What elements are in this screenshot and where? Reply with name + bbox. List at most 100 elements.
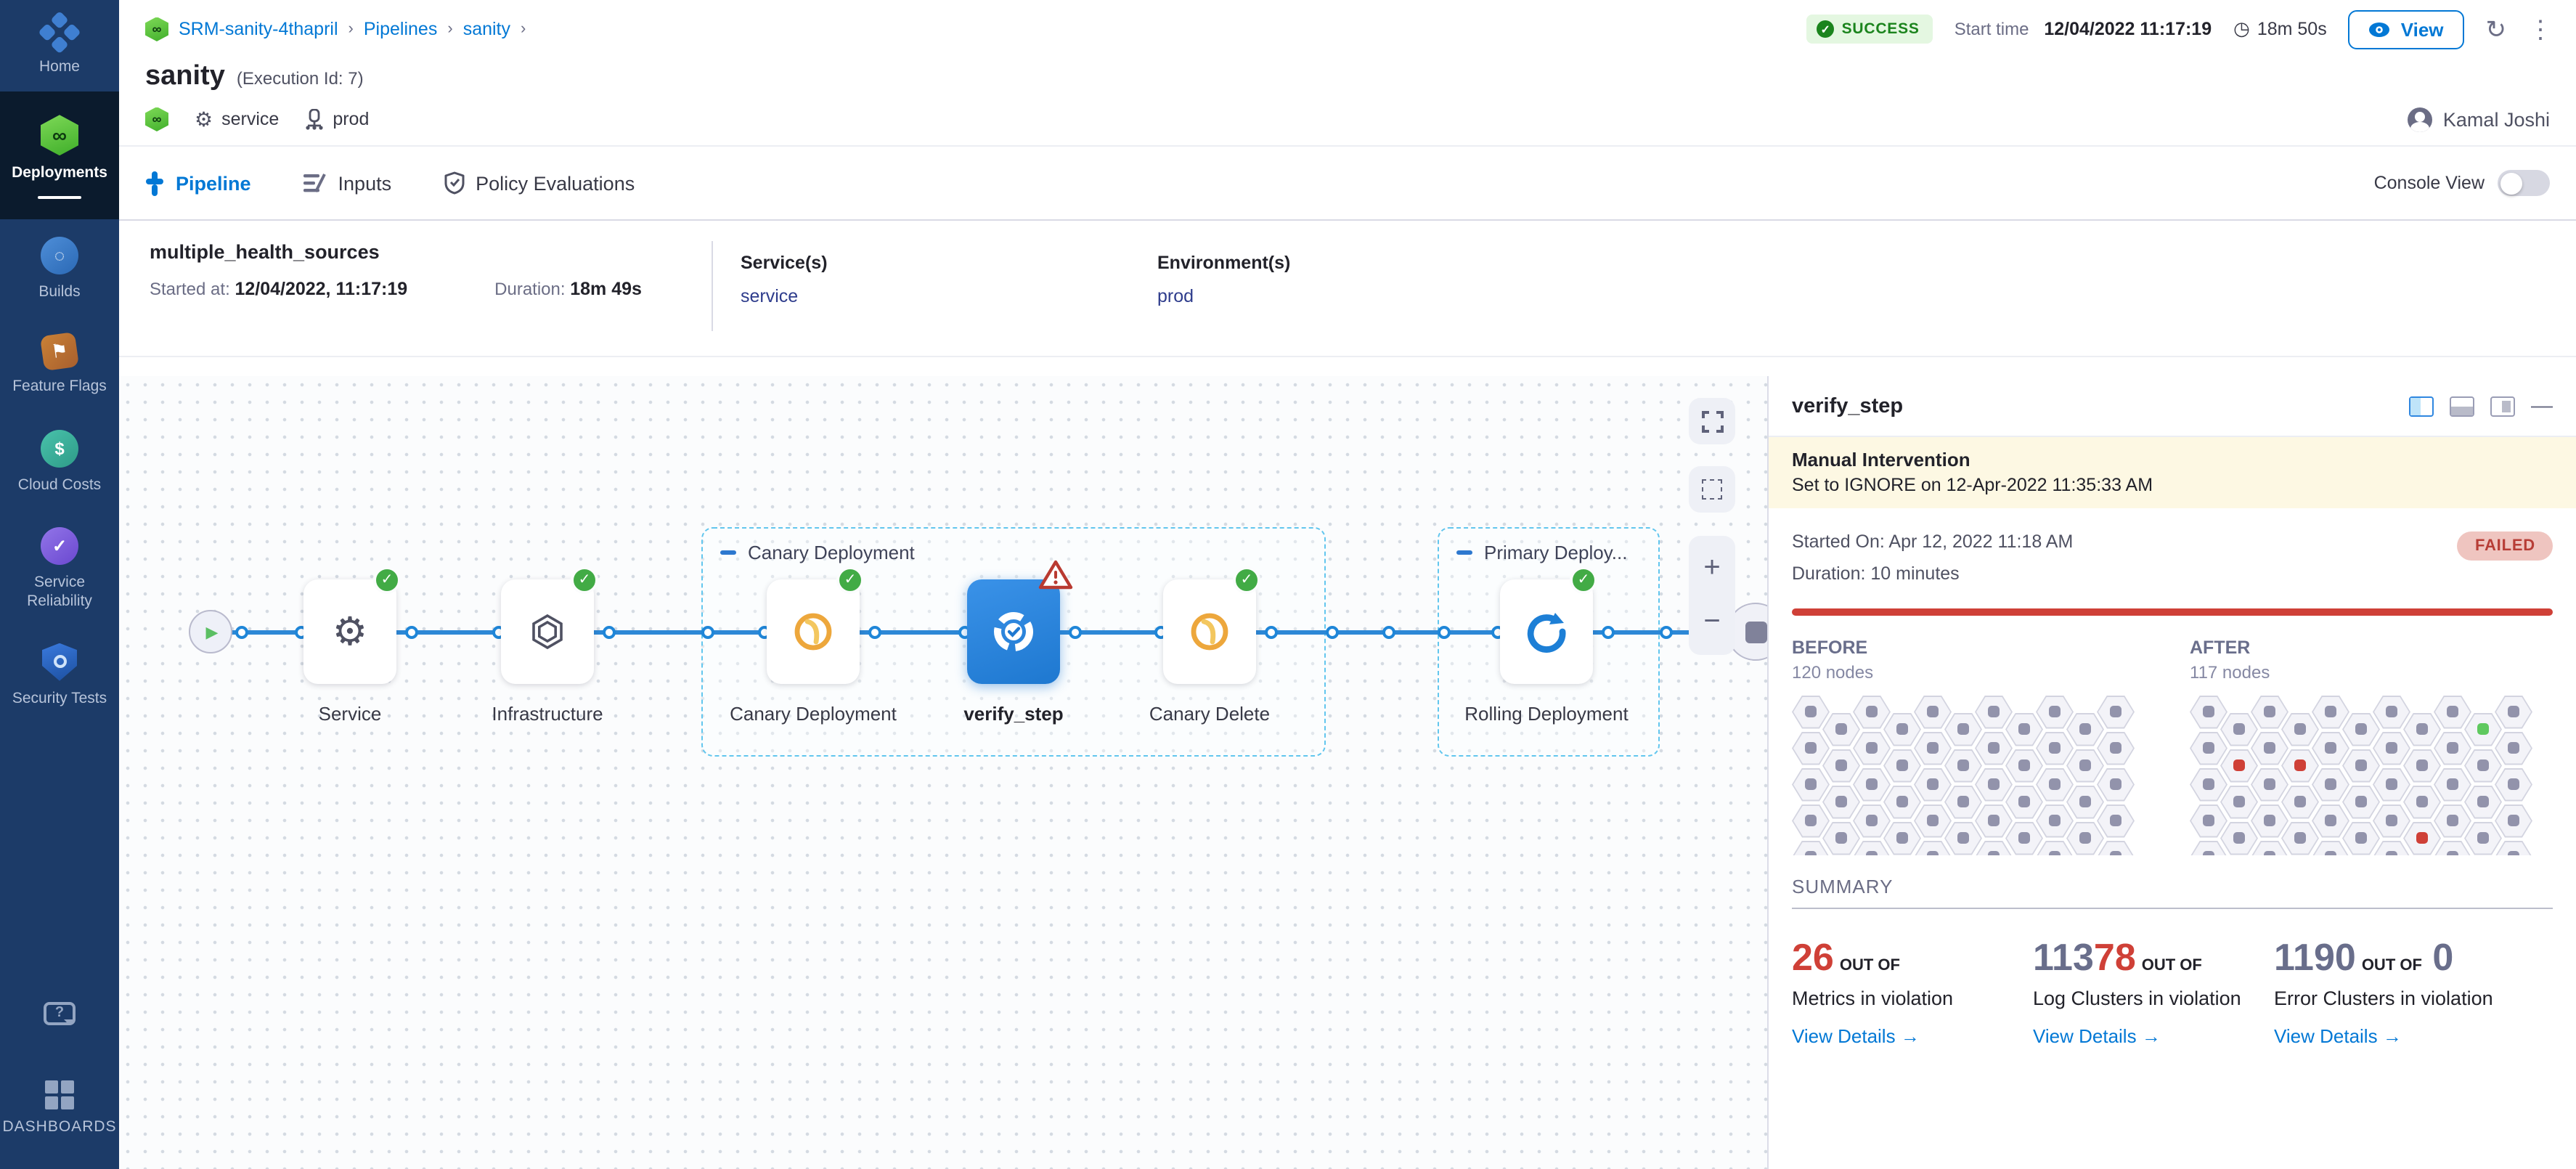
node-hex[interactable] [1792,695,1830,729]
breadcrumb-project[interactable]: SRM-sanity-4thapril [179,19,338,39]
node-hex[interactable] [1914,767,1952,802]
node-hex[interactable] [2434,804,2471,838]
sidebar-item-builds[interactable]: ◌ Builds [0,220,119,317]
node-hex[interactable] [2312,731,2349,765]
service-tag[interactable]: ⚙ service [195,107,280,130]
node-hex[interactable] [2403,785,2441,819]
node-hex[interactable] [2251,767,2288,802]
node-hex[interactable] [1975,840,2013,855]
node-hex[interactable] [2373,695,2410,729]
environment-link[interactable]: prod [1157,286,1194,306]
sidebar-item-deployments[interactable]: ∞ Deployments [0,91,119,220]
node-hex[interactable] [2066,712,2104,746]
node-hex[interactable] [1822,821,1860,855]
node-hex[interactable] [1883,749,1921,783]
node-hex[interactable] [1975,767,2013,802]
sidebar-item-feature-flags[interactable]: ⚑ Feature Flags [0,317,119,412]
node-hex[interactable] [2342,749,2380,783]
node-hex[interactable] [2434,840,2471,855]
layout-right-view-icon[interactable] [2490,396,2515,416]
node-hex[interactable] [1914,695,1952,729]
node-hex[interactable] [2190,840,2227,855]
node-hex[interactable] [1792,804,1830,838]
node-hex[interactable] [1944,785,1982,819]
node-hex[interactable] [2036,804,2074,838]
node-hex[interactable] [2495,695,2532,729]
node-hex[interactable] [1975,695,2013,729]
node-hex[interactable] [2251,731,2288,765]
node-hex[interactable] [2251,695,2288,729]
sidebar-item-home[interactable]: Home [0,0,119,91]
environment-tag[interactable]: prod [305,108,369,130]
layout-bottom-view-icon[interactable] [2450,396,2474,416]
marquee-select-button[interactable] [1689,466,1735,513]
node-hex[interactable] [2434,731,2471,765]
node-hex[interactable] [2464,749,2502,783]
view-details-link[interactable]: View Details → [1792,1025,1920,1048]
node-hex[interactable] [2097,695,2135,729]
node-hex[interactable] [1822,712,1860,746]
zoom-out-button[interactable]: − [1703,606,1721,638]
fullscreen-button[interactable] [1689,398,1735,444]
node-hex[interactable] [1853,804,1891,838]
node-hex[interactable] [2373,767,2410,802]
node-hex[interactable] [2495,840,2532,855]
stage-node-infrastructure[interactable] [501,579,594,684]
node-hex[interactable] [2495,804,2532,838]
node-hex[interactable] [1853,840,1891,855]
node-hex[interactable] [2220,712,2258,746]
node-hex[interactable] [1975,804,2013,838]
sidebar-item-cloud-costs[interactable]: $ Cloud Costs [0,412,119,509]
view-button[interactable]: View [2348,9,2464,49]
node-hex[interactable] [2097,767,2135,802]
node-hex[interactable] [2036,840,2074,855]
sidebar-item-security-tests[interactable]: Security Tests [0,626,119,723]
node-hex[interactable] [2251,804,2288,838]
node-hex[interactable] [2036,695,2074,729]
zoom-in-button[interactable]: + [1703,552,1721,584]
node-hex[interactable] [1944,821,1982,855]
breadcrumb-pipeline[interactable]: sanity [462,19,510,39]
refresh-icon[interactable]: ↻ [2485,15,2507,43]
node-hex[interactable] [2373,840,2410,855]
node-hex[interactable] [2403,712,2441,746]
node-hex[interactable] [1792,767,1830,802]
node-hex[interactable] [1975,731,2013,765]
pipeline-canvas[interactable]: Canary Deployment Primary Deploy... ▶ ⚙ … [119,376,1767,1169]
node-hex[interactable] [1944,749,1982,783]
node-hex[interactable] [2190,804,2227,838]
node-hex[interactable] [1853,695,1891,729]
node-hex[interactable] [1914,804,1952,838]
node-hex[interactable] [2281,749,2319,783]
node-hex[interactable] [1914,840,1952,855]
node-hex[interactable] [1853,731,1891,765]
console-view-toggle[interactable] [2498,170,2550,196]
node-hex[interactable] [2342,785,2380,819]
node-hex[interactable] [2220,785,2258,819]
node-hex[interactable] [2342,821,2380,855]
view-details-link[interactable]: View Details → [2033,1025,2161,1048]
minimize-panel-icon[interactable]: — [2531,394,2553,418]
node-hex[interactable] [2251,840,2288,855]
user-chip[interactable]: Kamal Joshi [2408,107,2550,131]
node-hex[interactable] [2312,695,2349,729]
node-hex[interactable] [1822,785,1860,819]
sidebar-item-service-reliability[interactable]: ✓ Service Reliability [0,509,119,626]
node-hex[interactable] [1792,731,1830,765]
collapse-group-icon[interactable] [1456,550,1472,555]
node-hex[interactable] [2464,712,2502,746]
node-hex[interactable] [2281,821,2319,855]
node-hex[interactable] [2190,695,2227,729]
tab-inputs[interactable]: Inputs [303,172,391,194]
step-node-canary-deployment[interactable] [767,579,860,684]
node-hex[interactable] [2373,804,2410,838]
node-hex[interactable] [2190,767,2227,802]
kebab-menu-icon[interactable]: ⋮ [2528,15,2553,43]
service-link[interactable]: service [741,286,799,306]
node-hex[interactable] [2036,731,2074,765]
node-hex[interactable] [2005,712,2043,746]
node-hex[interactable] [1883,712,1921,746]
node-hex[interactable] [2220,749,2258,783]
node-hex[interactable] [2066,785,2104,819]
node-hex[interactable] [2220,821,2258,855]
